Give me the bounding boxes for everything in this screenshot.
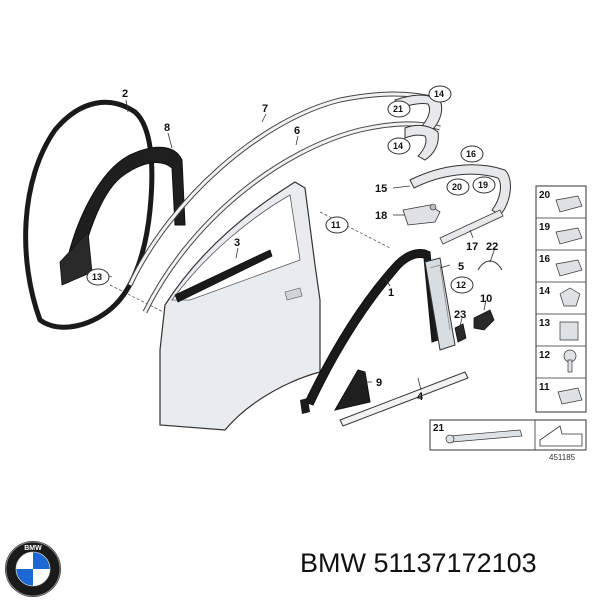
callout-8: 8: [164, 122, 170, 134]
legend-item-11: 11: [539, 382, 550, 393]
callout-14a: 14: [434, 89, 444, 99]
part-1-window-seal: [304, 249, 439, 406]
callout-17: 17: [466, 241, 478, 253]
callout-11: 11: [331, 220, 341, 230]
callout-16: 16: [466, 149, 476, 159]
circled-callouts: [86, 85, 496, 294]
orientation-arrow-icon: [539, 425, 583, 447]
part-22-arc: [477, 260, 503, 271]
drawing-number: 451185: [549, 453, 576, 462]
callout-2: 2: [122, 88, 128, 100]
part-23-clip: [454, 323, 467, 343]
callout-20: 20: [452, 182, 462, 192]
legend-bottom-row: 21: [429, 419, 587, 451]
legend-item-16: 16: [539, 254, 551, 265]
bmw-roundel-icon: BMW: [5, 541, 61, 597]
callout-5: 5: [458, 261, 464, 273]
callout-14b: 14: [393, 141, 403, 151]
callout-9: 9: [376, 377, 382, 389]
legend-item-13: 13: [539, 318, 551, 329]
legend-item-14: 14: [539, 286, 551, 297]
callout-23: 23: [454, 309, 466, 321]
logo-text: BMW: [24, 545, 42, 552]
callout-21: 21: [393, 104, 403, 114]
legend-item-20: 20: [539, 190, 551, 201]
legend-item-19: 19: [539, 222, 551, 233]
part-17-strip: [439, 209, 504, 245]
legend-item-21: 21: [433, 423, 445, 434]
callout-10: 10: [480, 293, 492, 305]
callout-6: 6: [294, 125, 300, 137]
callout-12: 12: [456, 280, 466, 290]
part-4-lower-strip: [339, 371, 469, 427]
callout-22: 22: [486, 241, 498, 253]
part-10-bracket: [473, 309, 495, 331]
callout-7: 7: [262, 103, 268, 115]
callout-18: 18: [375, 210, 387, 222]
part-14-lower-trim: [404, 124, 439, 161]
legend-item-12: 12: [539, 350, 551, 361]
part-9-mirror-triangle: [333, 369, 371, 411]
part-number-caption: BMW 51137172103: [300, 548, 537, 578]
callout-3: 3: [234, 237, 240, 249]
legend-panel: 20 19 16 14 13 12 11: [535, 185, 587, 413]
callout-15: 15: [375, 183, 387, 195]
callout-13: 13: [92, 272, 102, 282]
callout-19: 19: [478, 180, 488, 190]
part-18-clip: [402, 204, 441, 226]
callout-1: 1: [388, 287, 394, 299]
part-3-belt-strip: [174, 249, 273, 303]
part-5-pillar-trim: [424, 257, 456, 351]
part-2-door-seal: [23, 99, 155, 330]
callout-4: 4: [417, 391, 424, 403]
callout-lines: [125, 99, 496, 391]
